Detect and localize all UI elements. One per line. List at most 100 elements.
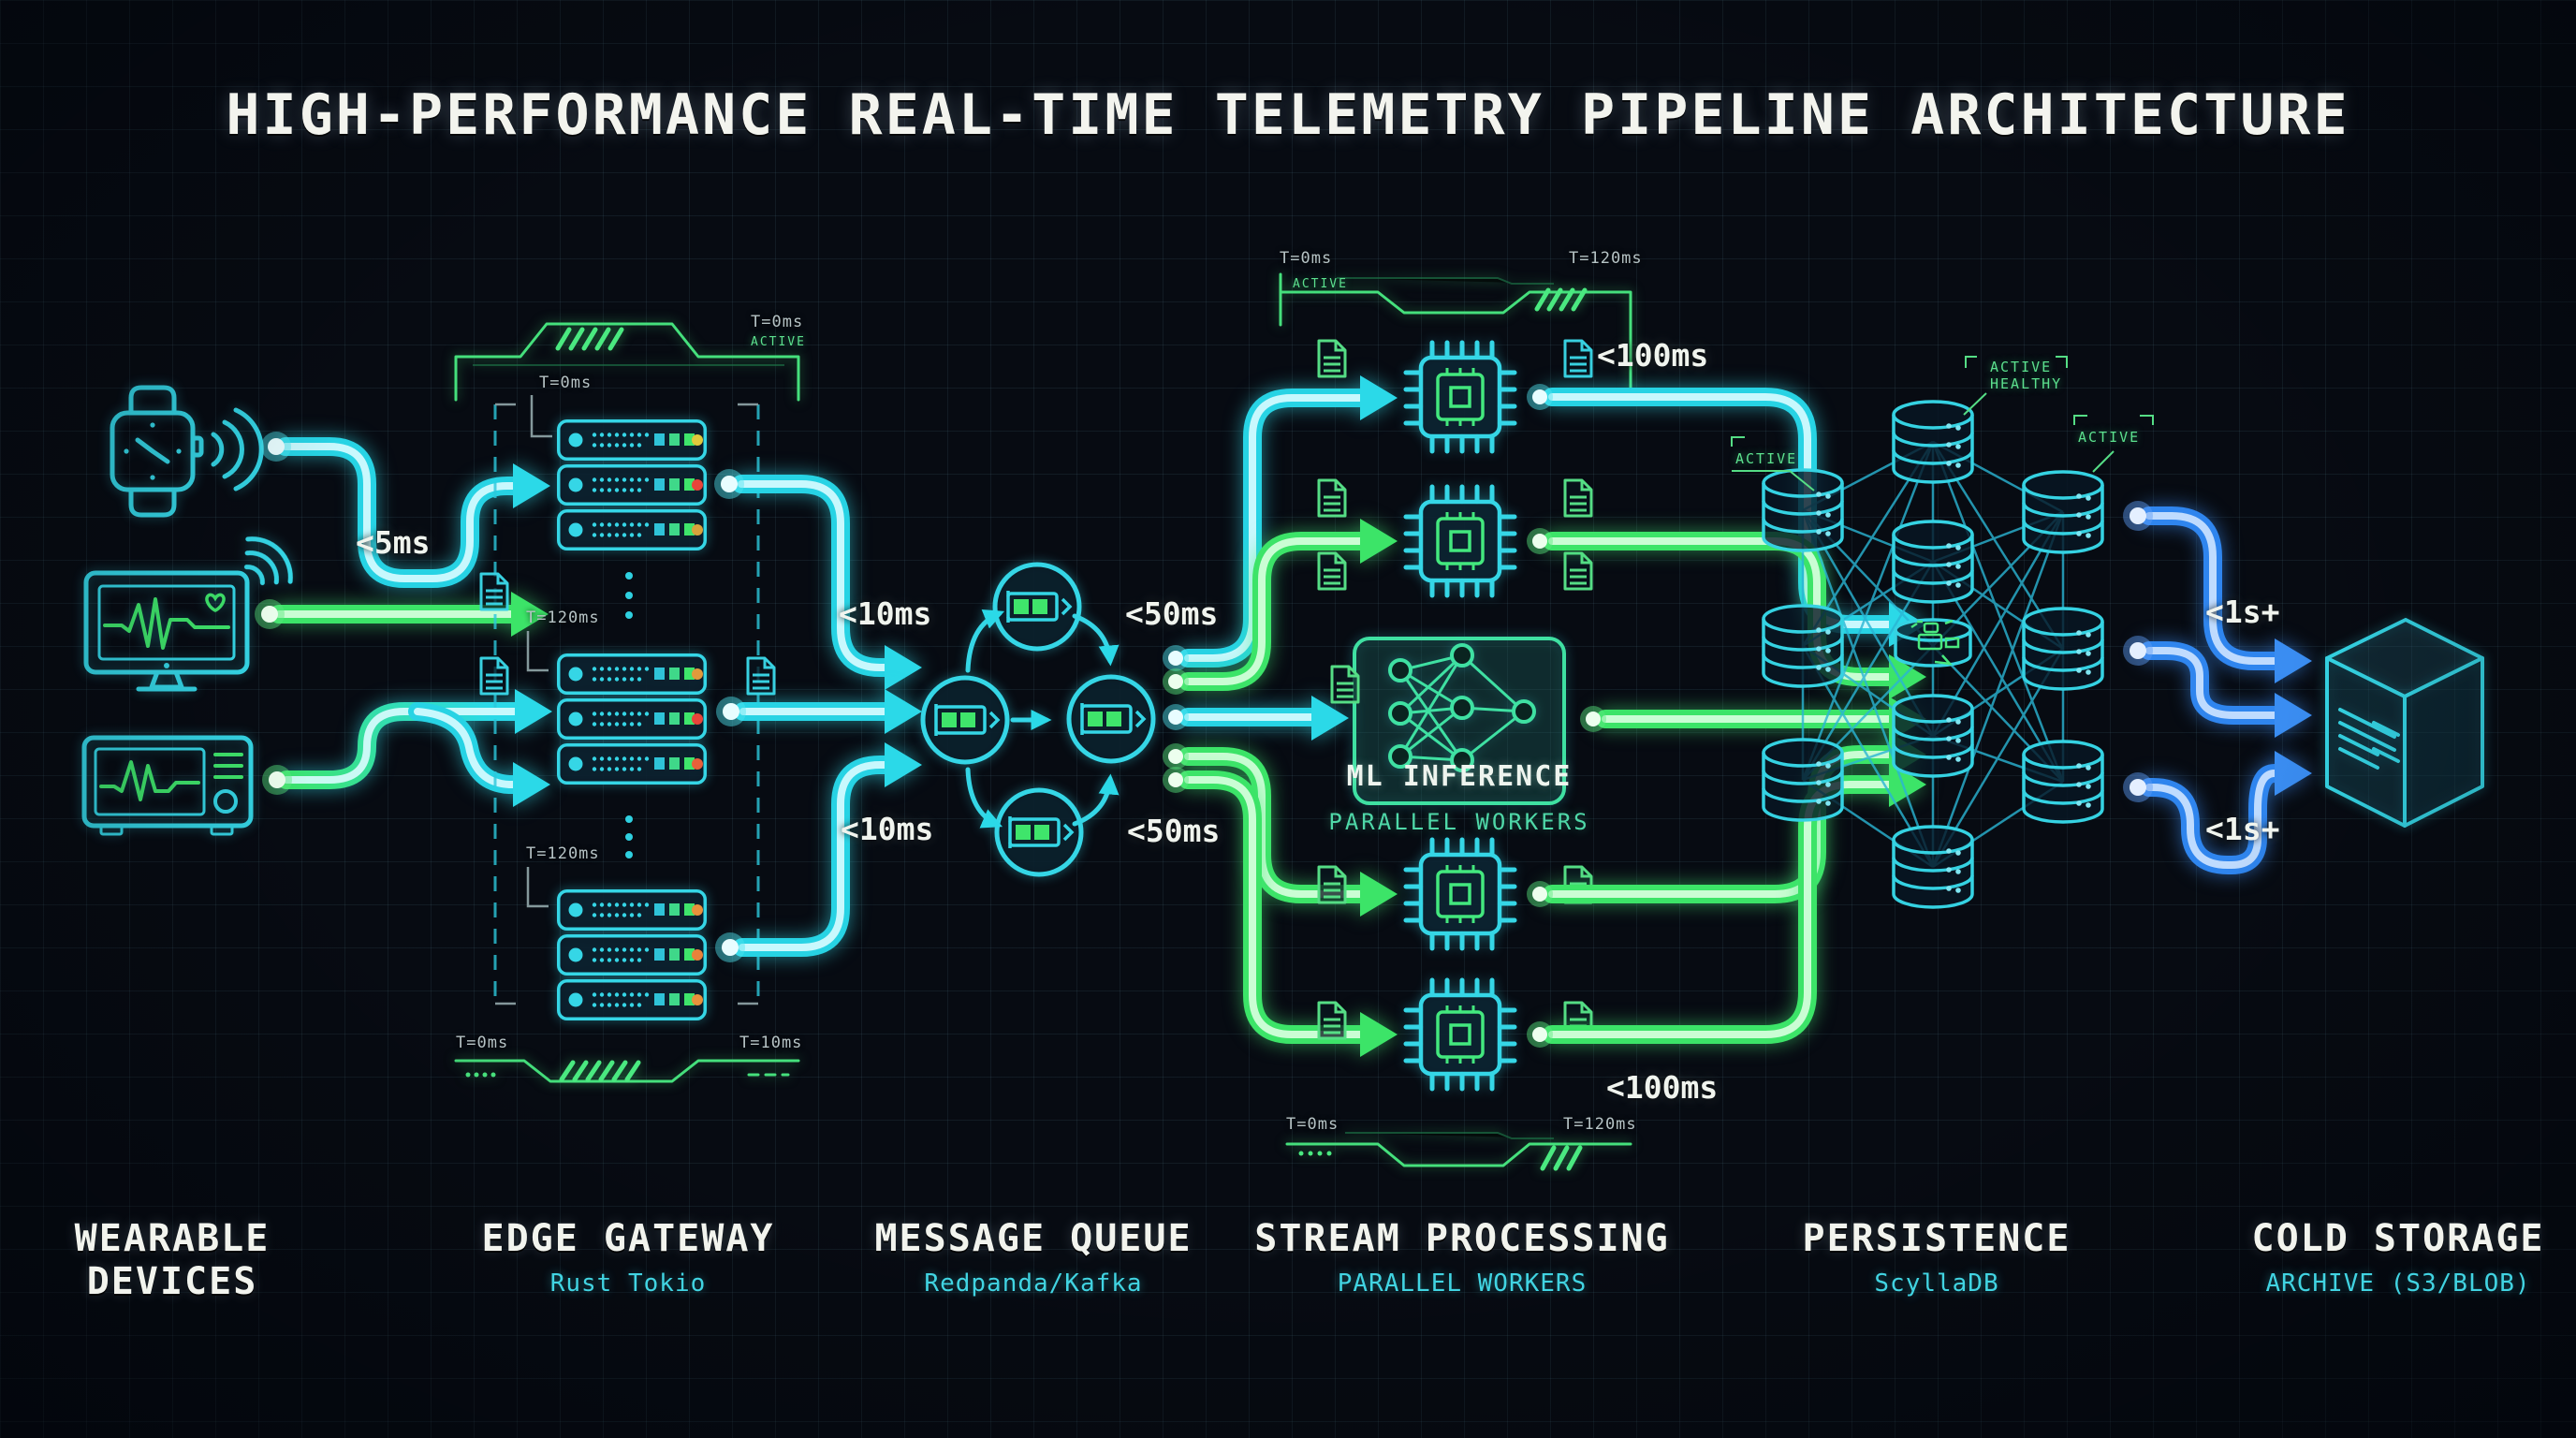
pipe-queue-to-ml [1178, 696, 1349, 741]
stream-frame-top-status: ACTIVE [1293, 277, 1348, 291]
document-icon [1317, 865, 1347, 904]
edge-frame-top-timing: T=0ms [751, 313, 804, 331]
pipe-endpoint-dot [2123, 772, 2153, 802]
pipe-endpoint-dot [2123, 501, 2153, 531]
pipe-endpoint-dot [716, 697, 746, 726]
edge-cluster1-timing: T=0ms [539, 374, 593, 392]
stage-sublabel-persistence: ScyllaDB [1874, 1269, 1999, 1298]
pipe-device-to-gateway [277, 689, 552, 807]
pipe-endpoint-dot [1163, 767, 1189, 793]
edge-gateway-cluster-2 [557, 653, 707, 785]
latency-stream-bottom: <100ms [1606, 1069, 1719, 1106]
cpu-chip-icon [1406, 840, 1515, 948]
document-icon [1563, 339, 1593, 378]
stage-label-cold-storage: COLD STORAGE [2251, 1217, 2545, 1260]
cpu-chip-icon [1406, 343, 1515, 451]
pipe-endpoint-dot [255, 599, 285, 629]
db-mascot-icon [1894, 618, 1972, 668]
edge-gateway-top-decoration [454, 322, 800, 402]
latency-stream-top: <100ms [1597, 337, 1709, 374]
database-cylinder-icon [1892, 520, 1974, 604]
stage-sublabel-message-queue: Redpanda/Kafka [924, 1269, 1143, 1298]
pipe-persistence-to-cold-bottom [2140, 751, 2312, 874]
stream-frame-top-left-timing: T=0ms [1280, 249, 1333, 268]
persistence-status-top-line2: HEALTHY [1990, 375, 2063, 392]
ecg-monitor-icon [83, 570, 250, 692]
pipe-endpoint-dot [1527, 1021, 1553, 1048]
cpu-chip-icon [1406, 487, 1515, 595]
wireless-signal-icon [211, 407, 264, 492]
stream-frame-bottom-left-timing: T=0ms [1286, 1115, 1339, 1134]
edge-frame-top-status: ACTIVE [751, 335, 806, 349]
ml-inference-subtitle: PARALLEL WORKERS [1328, 809, 1590, 835]
database-cylinder-icon [2022, 607, 2104, 691]
queue-node-icon [923, 678, 1007, 762]
pipe-queue-to-chip1 [1178, 375, 1398, 668]
document-icon [479, 656, 509, 696]
database-cylinder-icon [1892, 694, 1974, 778]
pipe-endpoint-dot [1163, 743, 1189, 770]
patient-monitor-icon [81, 735, 254, 836]
document-icon [479, 572, 509, 611]
queue-node-icon [1069, 677, 1153, 761]
queue-node-icon [995, 565, 1079, 649]
latency-queue-top: <50ms [1125, 595, 1219, 632]
pipe-gateway-to-queue-mid [734, 689, 922, 734]
persistence-status-top-line1: ACTIVE [1990, 359, 2053, 375]
stage-label-wearable-line2: DEVICES [86, 1260, 258, 1303]
stage-label-stream-processing: STREAM PROCESSING [1254, 1217, 1670, 1260]
stage-label-edge-gateway: EDGE GATEWAY [481, 1217, 775, 1260]
edge-cluster2-timing: T=120ms [526, 609, 600, 627]
pipe-endpoint-dot [1163, 645, 1189, 671]
pipe-endpoint-dot [1527, 384, 1553, 410]
page-title: HIGH-PERFORMANCE REAL-TIME TELEMETRY PIP… [226, 82, 2350, 148]
pipe-endpoint-dot [2123, 636, 2153, 666]
stream-frame-bottom-right-timing: T=120ms [1563, 1115, 1637, 1134]
latency-ingest: <5ms [356, 524, 431, 561]
persistence-status-right: ACTIVE [2078, 429, 2141, 446]
database-cylinder-icon [1762, 604, 1844, 688]
document-icon [1317, 551, 1347, 591]
document-icon [746, 656, 776, 696]
pipe-endpoint-dot [715, 932, 745, 962]
database-cylinder-icon [1762, 738, 1844, 822]
document-icon [1563, 478, 1593, 518]
cpu-chip-icon [1406, 980, 1515, 1089]
database-cylinder-icon [1892, 825, 1974, 909]
smartwatch-icon [110, 385, 204, 518]
edge-gateway-cluster-3 [557, 889, 707, 1020]
stage-label-persistence: PERSISTENCE [1802, 1217, 2071, 1260]
pipe-endpoint-dot [1527, 881, 1553, 907]
stage-sublabel-cold-storage: ARCHIVE (S3/BLOB) [2265, 1269, 2531, 1298]
edge-frame-bottom-right-timing: T=10ms [739, 1034, 803, 1052]
latency-queue-bottom: <50ms [1127, 813, 1221, 849]
ml-inference-title: ML INFERENCE [1346, 760, 1573, 793]
document-icon [1330, 665, 1360, 704]
latency-cold-top: <1s+ [2205, 594, 2280, 630]
edge-frame-bottom-left-timing: T=0ms [456, 1034, 509, 1052]
pipe-endpoint-dot [1580, 706, 1606, 732]
pipe-endpoint-dot [1163, 704, 1189, 730]
pipe-endpoint-dot [261, 432, 291, 462]
stream-frame-top-right-timing: T=120ms [1569, 249, 1643, 268]
database-cylinder-icon [2022, 740, 2104, 824]
document-icon [1563, 551, 1593, 591]
edge-gateway-cluster-1 [557, 419, 707, 550]
document-icon [1317, 339, 1347, 378]
stage-label-wearable-line1: WEARABLE [74, 1217, 271, 1260]
latency-edge-bottom: <10ms [841, 811, 934, 847]
stage-label-message-queue: MESSAGE QUEUE [874, 1217, 1193, 1260]
stage-sublabel-stream-processing: PARALLEL WORKERS [1337, 1269, 1588, 1298]
document-icon [1317, 478, 1347, 518]
pipe-endpoint-dot [262, 765, 292, 795]
pipe-gateway-to-queue-top [732, 475, 922, 690]
wireless-signal-icon [243, 536, 293, 586]
latency-cold-bottom: <1s+ [2205, 811, 2280, 847]
document-icon [1317, 1001, 1347, 1040]
edge-cluster3-timing: T=120ms [526, 844, 600, 863]
pipe-endpoint-dot [1527, 528, 1553, 554]
edge-gateway-bottom-decoration [454, 1059, 800, 1083]
persistence-status-left: ACTIVE [1735, 450, 1798, 467]
pipe-endpoint-dot [1163, 668, 1189, 695]
